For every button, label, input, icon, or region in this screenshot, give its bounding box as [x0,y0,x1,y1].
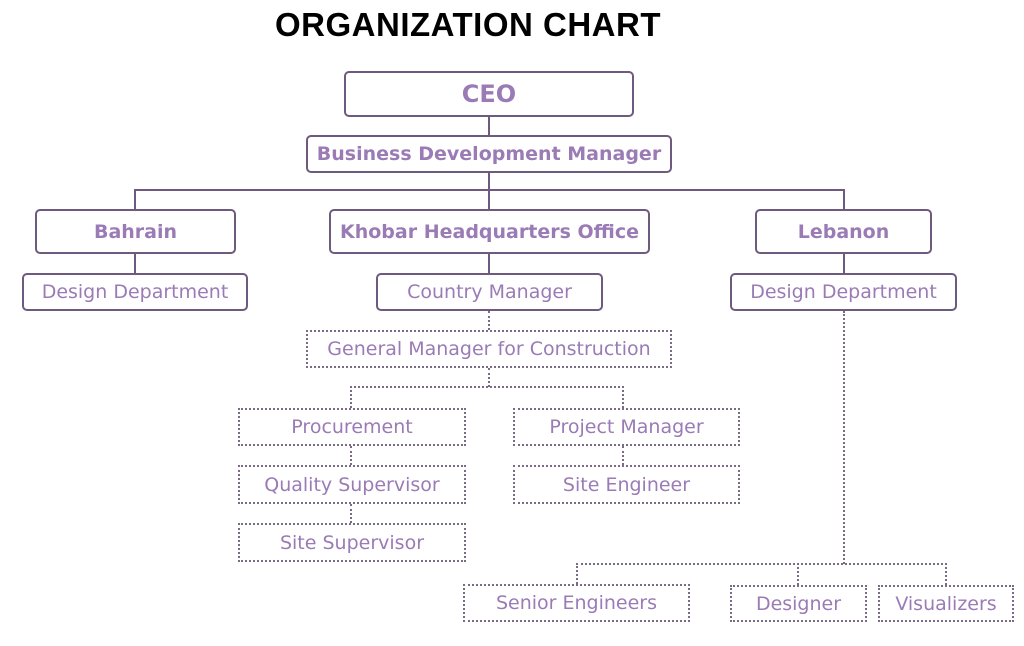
node-general-manager-construction: General Manager for Construction [306,330,672,368]
node-visualizers: Visualizers [878,585,1014,622]
node-label: Khobar Headquarters Office [340,220,639,243]
node-designer: Designer [730,585,867,622]
connector [134,254,136,273]
node-label: Bahrain [93,220,178,243]
node-label: Business Development Manager [316,143,662,165]
connector [488,173,490,209]
connector [350,504,352,523]
connector [488,311,490,330]
node-label: Design Department [750,281,937,303]
node-label: Senior Engineers [495,592,658,614]
connector [350,386,624,388]
node-label: Lebanon [797,220,890,243]
node-procurement: Procurement [238,408,466,446]
connector [945,563,947,585]
connector [843,254,845,273]
chart-title: ORGANIZATION CHART [274,6,662,43]
connector [488,254,490,273]
connector [350,446,352,465]
node-label: Procurement [291,416,413,438]
connector [576,563,947,565]
node-label: Project Manager [549,416,704,438]
node-label: General Manager for Construction [327,338,651,360]
node-bahrain: Bahrain [35,209,236,254]
node-ceo: CEO [344,71,634,117]
node-label: Visualizers [895,592,997,615]
node-label: Design Department [41,281,229,303]
connector [134,189,136,209]
connector [843,189,845,209]
node-site-supervisor: Site Supervisor [238,523,466,562]
node-bahrain-design-department: Design Department [22,273,248,311]
connector [576,563,578,584]
connector [350,386,352,408]
connector [797,563,799,585]
node-label: Country Manager [407,281,572,303]
node-label: Site Engineer [562,473,691,496]
node-label: Quality Supervisor [264,473,440,496]
connector [622,386,624,408]
node-lebanon-design-department: Design Department [730,273,957,311]
connector [622,446,624,465]
connector [488,117,490,135]
connector [488,368,490,387]
node-site-engineer: Site Engineer [513,465,740,504]
node-label: CEO [461,80,517,108]
connector [843,311,845,564]
node-quality-supervisor: Quality Supervisor [238,465,466,504]
node-senior-engineers: Senior Engineers [463,584,690,622]
node-country-manager: Country Manager [376,273,603,311]
node-label: Site Supervisor [279,531,425,554]
node-lebanon: Lebanon [755,209,932,254]
node-business-development-manager: Business Development Manager [306,135,672,173]
node-khobar-headquarters: Khobar Headquarters Office [329,209,650,254]
connector [134,189,845,191]
node-project-manager: Project Manager [513,408,740,446]
node-label: Designer [755,592,842,615]
